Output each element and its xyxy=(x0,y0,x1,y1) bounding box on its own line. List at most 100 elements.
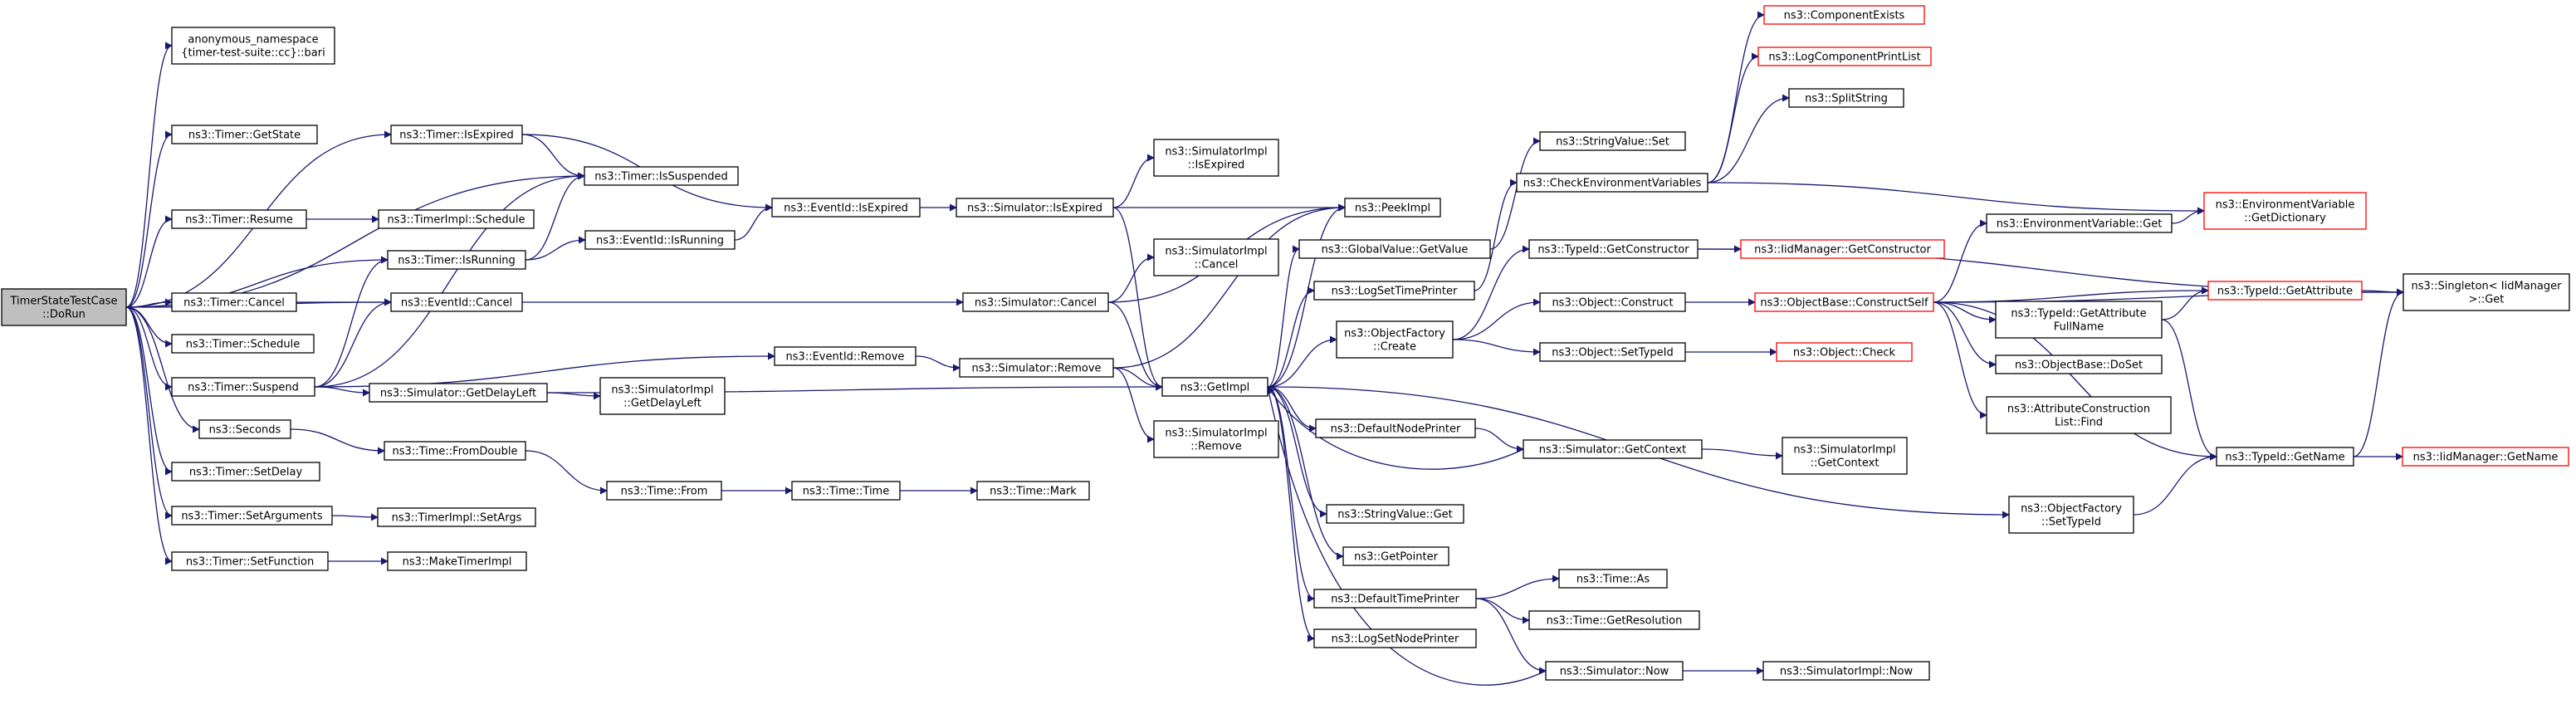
node-stringvalue-get[interactable]: ns3::StringValue::Get xyxy=(1326,504,1464,524)
node-label: ns3::TypeId::GetAttribute xyxy=(2217,286,2353,298)
node-label: ns3::Time::FromDouble xyxy=(393,446,518,458)
node-getstate[interactable]: ns3::Timer::GetState xyxy=(171,125,318,144)
node-label: ns3::SplitString xyxy=(1805,93,1888,105)
node-iidmanager-getconstructor[interactable]: ns3::IidManager::GetConstructor xyxy=(1740,239,1945,259)
node-sim-isexpired[interactable]: ns3::Simulator::IsExpired xyxy=(956,198,1114,218)
node-objectfactory-settypeid[interactable]: ns3::ObjectFactory::SetTypeId xyxy=(2008,496,2134,534)
node-sim-remove[interactable]: ns3::Simulator::Remove xyxy=(959,358,1114,378)
node-resume[interactable]: ns3::Timer::Resume xyxy=(171,209,307,229)
node-box xyxy=(1153,139,1279,177)
node-seconds[interactable]: ns3::Seconds xyxy=(198,419,291,439)
node-label: ns3::StringValue::Get xyxy=(1337,509,1452,521)
node-box xyxy=(1516,173,1708,193)
node-label: ns3::Timer::Cancel xyxy=(183,297,285,310)
node-box xyxy=(1,288,127,326)
node-typeid-getconstructor[interactable]: ns3::TypeId::GetConstructor xyxy=(1528,239,1699,259)
edge-objectbase-constructself-to-env-get xyxy=(1933,219,1987,303)
node-timer-isrunning[interactable]: ns3::Timer::IsRunning xyxy=(387,250,526,270)
node-label: TimerStateTestCase xyxy=(10,296,118,308)
node-setfunction[interactable]: ns3::Timer::SetFunction xyxy=(171,551,329,571)
node-splitstring[interactable]: ns3::SplitString xyxy=(1788,88,1904,108)
node-root[interactable]: TimerStateTestCase::DoRun xyxy=(1,288,127,326)
node-simimpl-getcontext[interactable]: ns3::SimulatorImpl::GetContext xyxy=(1782,437,1908,475)
node-maketimerimpl[interactable]: ns3::MakeTimerImpl xyxy=(387,551,527,571)
node-getimpl[interactable]: ns3::GetImpl xyxy=(1161,377,1268,397)
edge-getimpl-to-getpointer xyxy=(1267,386,1344,560)
node-eventid-remove[interactable]: ns3::EventId::Remove xyxy=(774,346,917,366)
node-getpointer[interactable]: ns3::GetPointer xyxy=(1342,546,1449,566)
node-simimpl-cancel[interactable]: ns3::SimulatorImpl::Cancel xyxy=(1153,238,1279,276)
node-peekimpl[interactable]: ns3::PeekImpl xyxy=(1344,198,1441,218)
node-label: ns3::ObjectBase::ConstructSelf xyxy=(1760,297,1928,310)
node-typeid-getname[interactable]: ns3::TypeId::GetName xyxy=(2216,447,2354,467)
node-timer-cancel[interactable]: ns3::Timer::Cancel xyxy=(171,292,297,312)
node-defaultnodeprinter[interactable]: ns3::DefaultNodePrinter xyxy=(1315,418,1476,438)
node-componentexists[interactable]: ns3::ComponentExists xyxy=(1763,5,1925,25)
node-objectbase-constructself[interactable]: ns3::ObjectBase::ConstructSelf xyxy=(1754,292,1934,312)
node-box xyxy=(774,346,917,366)
node-box xyxy=(378,209,535,229)
node-typeid-getattribute[interactable]: ns3::TypeId::GetAttribute xyxy=(2207,281,2363,301)
node-eventid-cancel[interactable]: ns3::EventId::Cancel xyxy=(390,292,523,312)
node-time-getresolution[interactable]: ns3::Time::GetResolution xyxy=(1528,610,1700,630)
node-checkenv[interactable]: ns3::CheckEnvironmentVariables xyxy=(1516,173,1708,193)
node-sim-getcontext[interactable]: ns3::Simulator::GetContext xyxy=(1523,439,1703,459)
node-objectfactory-create[interactable]: ns3::ObjectFactory::Create xyxy=(1336,320,1454,359)
node-label: ns3::Object::Check xyxy=(1793,347,1896,359)
node-object-settypeid[interactable]: ns3::Object::SetTypeId xyxy=(1539,342,1686,362)
node-timerimpl-schedule[interactable]: ns3::TimerImpl::Schedule xyxy=(378,209,535,229)
node-object-construct[interactable]: ns3::Object::Construct xyxy=(1539,292,1686,312)
node-singleton-get[interactable]: ns3::Singleton< IidManager>::Get xyxy=(2402,273,2570,311)
edge-timer-isrunning-to-eventid-isrunning xyxy=(525,236,586,261)
node-time-as[interactable]: ns3::Time::As xyxy=(1558,569,1668,589)
edge-root-to-resume xyxy=(125,215,173,308)
node-label: ns3::TimerImpl::Schedule xyxy=(387,214,525,227)
node-iidmanager-getname[interactable]: ns3::IidManager::GetName xyxy=(2402,447,2569,467)
node-box xyxy=(390,125,523,144)
node-timer-issuspended[interactable]: ns3::Timer::IsSuspended xyxy=(584,166,739,186)
node-eventid-isexpired[interactable]: ns3::EventId::IsExpired xyxy=(771,198,921,218)
node-label: ns3::ObjectBase::DoSet xyxy=(2015,359,2143,372)
node-simimpl-isexpired[interactable]: ns3::SimulatorImpl::IsExpired xyxy=(1153,139,1279,177)
node-simimpl-remove[interactable]: ns3::SimulatorImpl::Remove xyxy=(1153,420,1279,458)
node-sim-cancel[interactable]: ns3::Simulator::Cancel xyxy=(962,292,1109,312)
node-eventid-isrunning[interactable]: ns3::EventId::IsRunning xyxy=(584,230,736,250)
node-object-check[interactable]: ns3::Object::Check xyxy=(1776,342,1913,362)
node-stringvalue-set[interactable]: ns3::StringValue::Set xyxy=(1539,131,1686,151)
node-setdelay[interactable]: ns3::Timer::SetDelay xyxy=(171,462,320,482)
node-box xyxy=(584,230,736,250)
node-time-mark[interactable]: ns3::Time::Mark xyxy=(976,481,1090,501)
node-sim-getdelayleft[interactable]: ns3::Simulator::GetDelayLeft xyxy=(369,383,548,403)
node-simimpl-now[interactable]: ns3::SimulatorImpl::Now xyxy=(1762,661,1930,681)
node-sim-now[interactable]: ns3::Simulator::Now xyxy=(1545,661,1684,681)
node-setargs[interactable]: ns3::TimerImpl::SetArgs xyxy=(377,507,536,527)
edge-sim-isexpired-to-getimpl xyxy=(1112,207,1163,391)
node-label: ns3::Timer::IsExpired xyxy=(399,130,513,142)
node-logsetnodeprinter[interactable]: ns3::LogSetNodePrinter xyxy=(1313,628,1477,648)
call-edges xyxy=(125,11,2404,686)
node-env-get[interactable]: ns3::EnvironmentVariable::Get xyxy=(1986,213,2173,233)
edge-checkenv-to-componentexists xyxy=(1707,11,1765,183)
node-simimpl-getdelayleft[interactable]: ns3::SimulatorImpl::GetDelayLeft xyxy=(599,377,726,415)
node-defaulttimeprinter[interactable]: ns3::DefaultTimePrinter xyxy=(1313,589,1477,609)
node-timer-isexpired[interactable]: ns3::Timer::IsExpired xyxy=(390,125,523,144)
node-label: ns3::TypeId::GetConstructor xyxy=(1537,244,1689,257)
node-setarguments[interactable]: ns3::Timer::SetArguments xyxy=(171,506,333,526)
node-box xyxy=(1153,238,1279,276)
node-timer-schedule[interactable]: ns3::Timer::Schedule xyxy=(171,334,315,354)
node-logcomponentprintlist[interactable]: ns3::LogComponentPrintList xyxy=(1757,46,1932,66)
node-env-getdictionary[interactable]: ns3::EnvironmentVariable::GetDictionary xyxy=(2203,192,2367,230)
function-nodes: TimerStateTestCase::DoRun anonymous_names… xyxy=(1,5,2570,681)
node-time-time[interactable]: ns3::Time::Time xyxy=(791,481,901,501)
node-logsettimeprinter[interactable]: ns3::LogSetTimePrinter xyxy=(1313,281,1475,301)
edge-setarguments-to-setargs xyxy=(331,513,379,521)
node-bari[interactable]: anonymous_namespace{timer-test-suite::cc… xyxy=(171,27,335,65)
node-time-from[interactable]: ns3::Time::From xyxy=(606,481,722,501)
node-label: ns3::Time::From xyxy=(621,486,708,498)
node-objectbase-doset[interactable]: ns3::ObjectBase::DoSet xyxy=(1995,354,2163,374)
node-timer-suspend[interactable]: ns3::Timer::Suspend xyxy=(171,377,315,397)
node-globalvalue-getvalue[interactable]: ns3::GlobalValue::GetValue xyxy=(1298,239,1491,259)
node-time-fromdouble[interactable]: ns3::Time::FromDouble xyxy=(384,441,526,461)
